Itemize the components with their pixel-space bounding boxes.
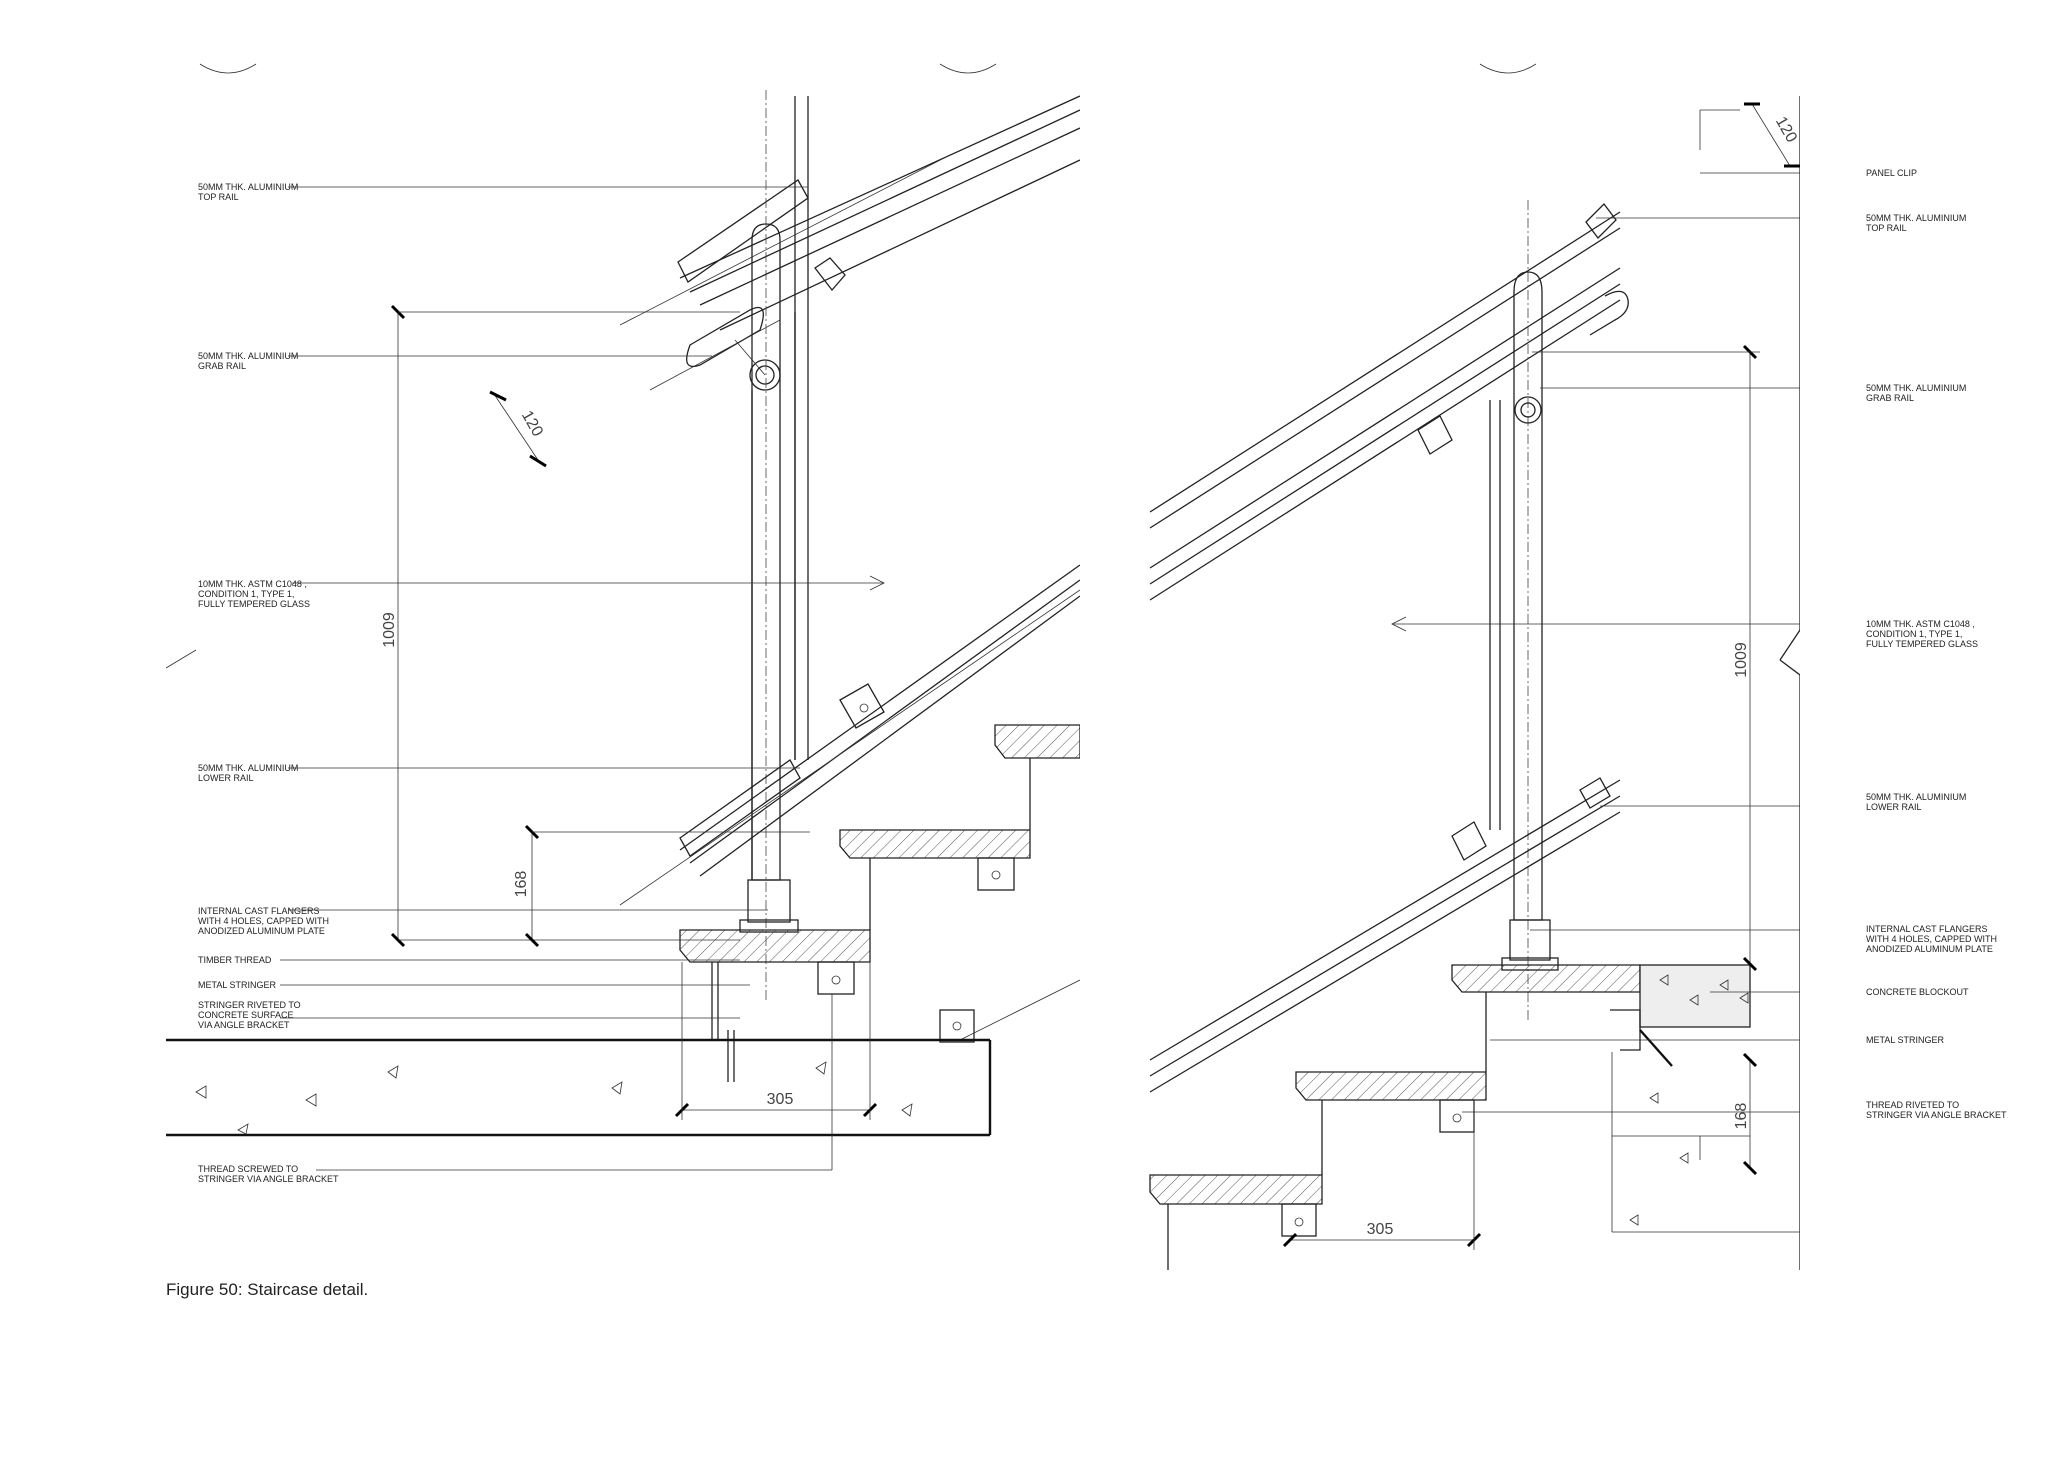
right-staircase-section: 1009 168 120 305 <box>1149 63 1800 1270</box>
right-dim-168: 168 <box>1733 1103 1750 1130</box>
left-leaders <box>280 186 885 1171</box>
right-post <box>1417 200 1559 1020</box>
left-post <box>739 90 846 1000</box>
left-staircase-section: 1009 168 120 305 <box>165 63 1080 1171</box>
left-dim-1009: 1009 <box>381 612 398 648</box>
left-lower-rail <box>619 312 1080 906</box>
left-label-stringer: METAL STRINGER <box>198 980 277 990</box>
right-dim-305: 305 <box>1367 1221 1394 1238</box>
right-leaders <box>1391 172 1800 1113</box>
right-label-stringer: METAL STRINGER <box>1866 1035 1945 1045</box>
right-lower-rail <box>1149 777 1621 1093</box>
left-concrete-slab <box>166 1038 992 1137</box>
left-dim-120: 120 <box>518 408 546 440</box>
left-timber-treads <box>679 724 1080 1082</box>
left-top-rail <box>619 95 1080 331</box>
left-dim-168: 168 <box>513 871 530 898</box>
right-dim-1009: 1009 <box>1733 642 1750 678</box>
figure-caption: Figure 50: Staircase detail. <box>166 1280 369 1299</box>
right-concrete-blockout <box>1610 96 1800 1270</box>
left-label-timber: TIMBER THREAD <box>198 955 272 965</box>
left-grab-rail <box>649 306 781 391</box>
left-label-glass: 10MM THK. ASTM C1048 ,CONDITION 1, TYPE … <box>198 579 310 609</box>
right-dimensions <box>1282 102 1800 1250</box>
right-label-panel-clip: PANEL CLIP <box>1866 168 1917 178</box>
right-dim-120: 120 <box>1772 114 1800 146</box>
right-top-rail <box>1149 109 1740 601</box>
right-label-glass: 10MM THK. ASTM C1048 ,CONDITION 1, TYPE … <box>1866 619 1978 649</box>
left-dim-305: 305 <box>767 1091 794 1108</box>
right-label-blockout: CONCRETE BLOCKOUT <box>1866 987 1969 997</box>
left-dimensions <box>390 304 878 1120</box>
right-timber-treads <box>1149 964 1641 1270</box>
